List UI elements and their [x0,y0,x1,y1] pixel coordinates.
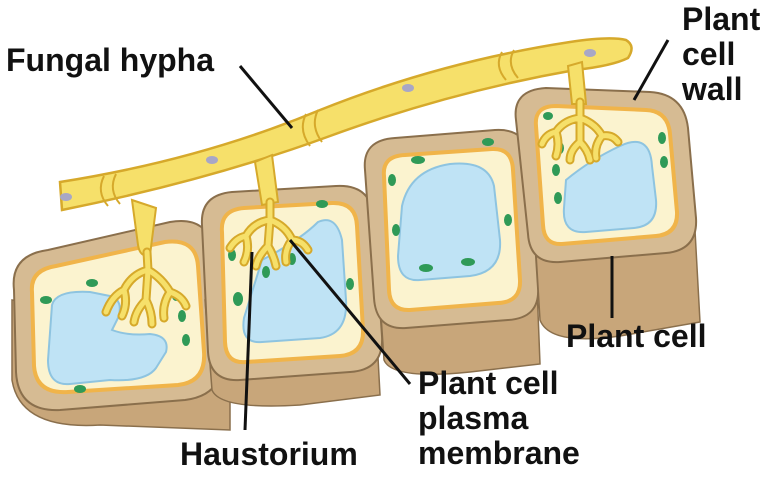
chloroplast [504,214,512,226]
plant-cell-2 [202,186,382,406]
plant-cell-3 [365,130,540,374]
label-plant-cell-wall-line-1: Plant [682,2,760,37]
chloroplast [392,224,400,236]
chloroplast [660,156,668,168]
chloroplast [552,164,560,176]
label-haustorium: Haustorium [180,438,358,471]
plant-cell-1 [12,221,230,430]
nucleus [60,193,72,201]
chloroplast [658,132,666,144]
label-plant-cell-wall-line-3: wall [682,72,760,107]
chloroplast [262,266,270,278]
leader-line-fungal-hypha [240,66,292,128]
label-plasma-membrane-line-3: membrane [418,436,580,471]
chloroplast [40,296,52,304]
chloroplast [554,192,562,204]
chloroplast [233,292,243,306]
plant-cell-4 [516,88,700,339]
chloroplast [86,279,98,287]
nucleus [206,156,218,164]
label-fungal-hypha: Fungal hypha [6,44,214,77]
chloroplast [316,200,328,208]
chloroplast [178,310,186,322]
chloroplast [74,385,86,393]
chloroplast [411,156,425,164]
leader-line-plant-cell-wall [634,40,668,100]
chloroplast [388,174,396,186]
nucleus [402,84,414,92]
chloroplast [543,112,553,120]
chloroplast [182,334,190,346]
label-plant-cell-wall-line-2: cell [682,37,760,72]
hypha-branch [568,62,586,104]
nucleus [584,49,596,57]
label-plant-cell-wall: Plant cell wall [682,2,760,107]
chloroplast [482,138,494,146]
label-plant-cell-plasma-membrane: Plant cell plasma membrane [418,366,580,471]
chloroplast [461,258,475,266]
label-plasma-membrane-line-1: Plant cell [418,366,580,401]
chloroplast [346,278,354,290]
label-plant-cell: Plant cell [566,320,707,353]
vacuole [398,163,500,280]
chloroplast [419,264,433,272]
label-plasma-membrane-line-2: plasma [418,401,580,436]
